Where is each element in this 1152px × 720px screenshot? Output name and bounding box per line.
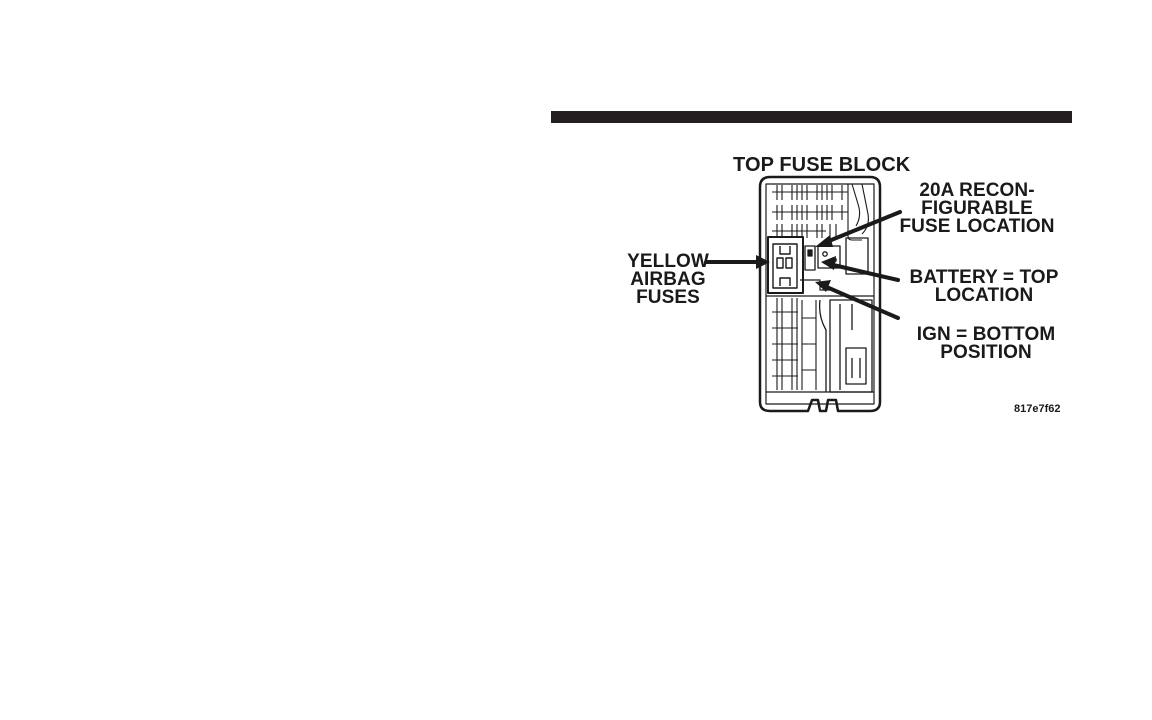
diagram-title: TOP FUSE BLOCK [733, 155, 910, 175]
airbag-fuse-holder [768, 237, 803, 293]
battery-top-callout: BATTERY = TOP LOCATION [904, 269, 1064, 305]
ign-bottom-callout: IGN = BOTTOM POSITION [908, 326, 1064, 362]
yellow-airbag-callout: YELLOW AIRBAG FUSES [606, 253, 730, 307]
figure-code: 817e7f62 [1014, 403, 1061, 415]
recon-fuse-callout: 20A RECON- FIGURABLE FUSE LOCATION [893, 182, 1061, 236]
recon-fuse-slot [805, 238, 868, 274]
lower-fuse-rows [772, 298, 816, 390]
